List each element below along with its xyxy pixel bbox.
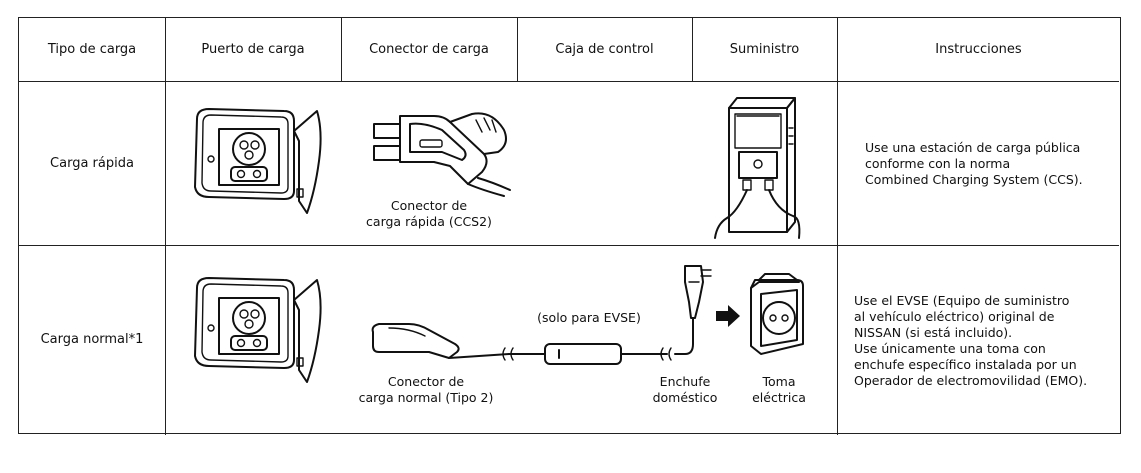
caption-line: Conector de [387,374,465,389]
caption-line: eléctrica [752,390,806,405]
type2-connector-icon [371,323,510,359]
instruction-line: Combined Charging System (CCS). [865,172,1083,187]
control-box-icon [502,317,694,365]
household-plug-icon [684,265,712,319]
instruction-line: Use el EVSE (Equipo de suministro [854,293,1070,308]
caption-household-plug: Enchufe doméstico [647,374,723,406]
header-suministro: Suministro [729,42,800,57]
caption-type2-connector: Conector de carga normal (Tipo 2) [351,374,501,406]
caption-line: Conector de [390,198,468,213]
header-puerto-de-carga: Puerto de carga [201,42,305,57]
charge-port-icon [194,277,322,383]
row-label-carga-rapida: Carga rápida [50,155,134,171]
row-label-carga-normal: Carga normal*1 [40,331,144,347]
column-divider [341,18,342,81]
header-instrucciones: Instrucciones [935,42,1022,57]
instruction-line: Use una estación de carga pública [865,140,1081,155]
header-conector-de-carga: Conector de carga [369,42,489,57]
charge-port-icon [194,108,322,214]
column-divider [692,18,693,81]
caption-line: Enchufe [659,374,711,389]
instruction-line: al vehículo eléctrico) original de [854,309,1055,324]
instruction-line: Use únicamente una toma con [854,341,1046,356]
column-divider [837,18,838,435]
wall-outlet-icon [750,273,804,355]
caption-wall-outlet: Toma eléctrica [739,374,819,406]
instruction-line: enchufe específico instalada por un [854,357,1077,372]
caption-line: carga normal (Tipo 2) [358,390,494,405]
row-divider [19,81,1119,82]
caption-line: carga rápida (CCS2) [366,214,492,229]
header-tipo-de-carga: Tipo de carga [47,42,137,57]
caption-line: Toma [762,374,796,389]
charging-station-icon [714,97,801,239]
instructions-fast: Use una estación de carga pública confor… [865,140,1083,188]
header-caja-de-control: Caja de control [555,42,654,57]
ccs2-connector-icon [373,112,511,197]
column-divider [517,18,518,81]
instructions-normal: Use el EVSE (Equipo de suministro al veh… [854,293,1087,389]
instruction-line: NISSAN (si está incluido). [854,325,1013,340]
instruction-line: Operador de electromovilidad (EMO). [854,373,1088,388]
arrow-right-icon [716,305,740,327]
charging-table: Tipo de carga Puerto de carga Conector d… [18,17,1121,435]
column-divider [165,18,166,435]
control-box-note: (solo para EVSE) [537,310,641,325]
instruction-line: conforme con la norma [865,156,1011,171]
caption-ccs2-connector: Conector de carga rápida (CCS2) [359,198,499,230]
caption-line: doméstico [652,390,718,405]
row-divider [19,245,1119,246]
